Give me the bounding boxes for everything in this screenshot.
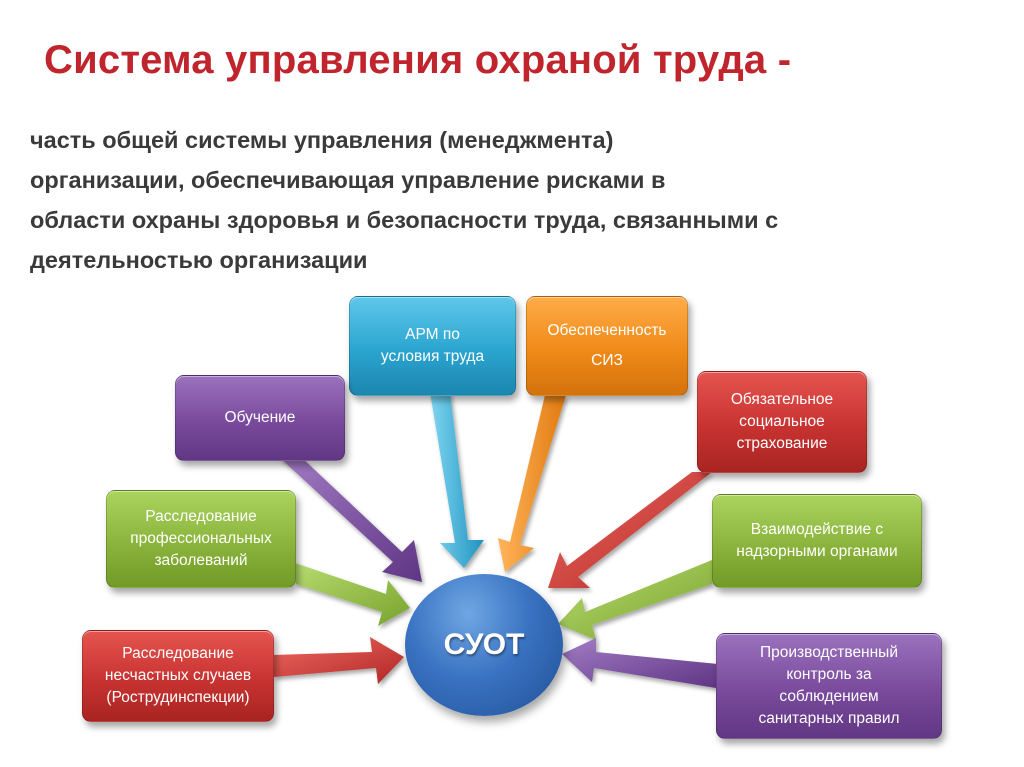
box-supervision: Взаимодействие с надзорными органами	[712, 494, 922, 588]
box-arm-working-conditions: АРМ по условия труда	[349, 296, 516, 396]
box-training: Обучение	[175, 375, 345, 461]
arrow-arm	[430, 392, 484, 568]
arrow-accidents	[272, 637, 404, 684]
box-insurance-line-2: социальное	[739, 413, 825, 430]
box-accidents-line-3: (Рострудинспекции)	[106, 689, 250, 706]
box-diseases-line-3: заболеваний	[154, 552, 248, 569]
definition-line-1: часть общей системы управления (менеджме…	[30, 127, 614, 153]
box-supervision-line-2: надзорными органами	[736, 543, 898, 560]
box-accident-investigation: Расследование несчастных случаев (Ростру…	[82, 630, 274, 722]
arrow-insurance	[548, 472, 712, 588]
definition-line-4: деятельностью организации	[30, 247, 368, 273]
box-accidents-line-1: Расследование	[122, 645, 234, 662]
center-suot-circle: СУОТ	[405, 574, 563, 716]
box-insurance-line-3: страхование	[736, 435, 828, 452]
box-arm-line-2: условия труда	[380, 348, 485, 365]
box-siz-line-2: СИЗ	[591, 352, 623, 369]
box-sanitary-control: Производственный контроль за соблюдением…	[716, 633, 942, 739]
arrow-supervision	[558, 560, 712, 640]
box-siz-line-1: Обеспеченность	[547, 322, 667, 339]
definition-text: часть общей системы управления (менеджме…	[30, 120, 1005, 280]
definition-line-2: организации, обеспечивающая управление р…	[30, 167, 666, 193]
center-label: СУОТ	[443, 628, 525, 661]
box-training-line-1: Обучение	[224, 409, 296, 426]
box-occupational-diseases: Расследование профессиональных заболеван…	[106, 490, 296, 588]
box-control-line-2: контроль за	[786, 666, 872, 683]
box-insurance-line-1: Обязательное	[730, 391, 834, 408]
box-accidents-line-2: несчастных случаев	[104, 667, 252, 684]
arrow-diseases	[292, 562, 410, 626]
arrow-control	[562, 638, 718, 688]
definition-line-3: области охраны здоровья и безопасности т…	[30, 207, 779, 233]
page-title: Система управления охраной труда -	[44, 38, 792, 82]
arrow-siz	[498, 395, 566, 572]
arrow-training	[278, 456, 422, 582]
box-diseases-line-2: профессиональных	[130, 530, 272, 547]
box-supervision-line-1: Взаимодействие с	[750, 521, 884, 538]
box-control-line-1: Производственный	[760, 644, 898, 661]
box-arm-line-1: АРМ по	[405, 326, 460, 343]
box-control-line-4: санитарных правил	[758, 710, 900, 727]
box-diseases-line-1: Расследование	[145, 508, 257, 525]
box-control-line-3: соблюдением	[779, 688, 879, 705]
box-ppe-supply: Обеспеченность СИЗ	[526, 296, 688, 396]
box-social-insurance: Обязательное социальное страхование	[697, 371, 867, 473]
